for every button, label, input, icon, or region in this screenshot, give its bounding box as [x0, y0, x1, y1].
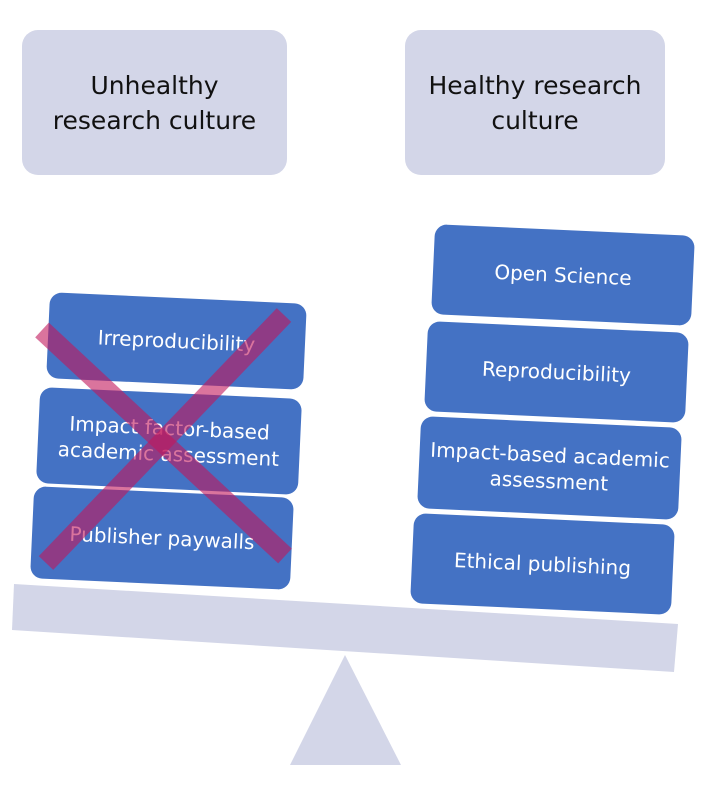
unhealthy-culture-header: Unhealthy research culture: [22, 30, 287, 175]
scale-fulcrum: [290, 655, 401, 765]
scale-beam: [12, 584, 678, 672]
cross-line-2: [38, 308, 292, 570]
healthy-culture-header: Healthy research culture: [405, 30, 665, 175]
